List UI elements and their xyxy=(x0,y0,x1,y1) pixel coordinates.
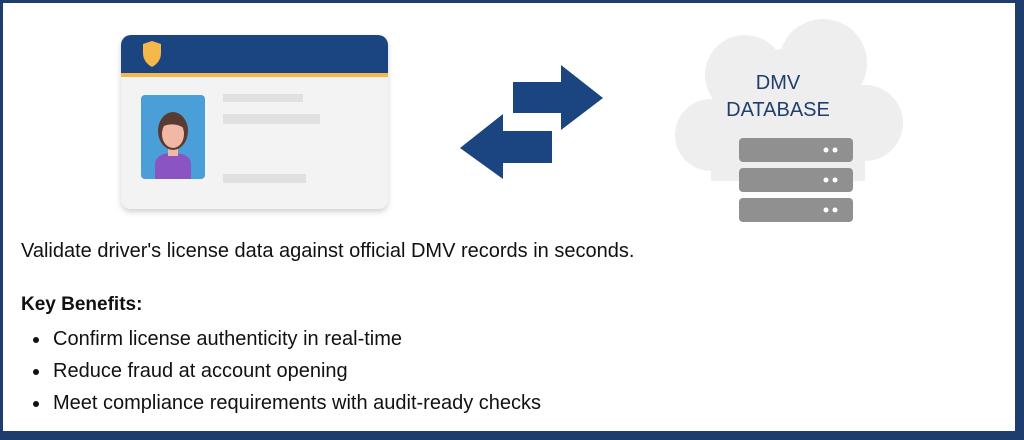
person-photo-icon xyxy=(141,95,205,179)
benefit-item: Confirm license authenticity in real-tim… xyxy=(25,323,541,355)
benefits-list: Confirm license authenticity in real-tim… xyxy=(25,323,541,419)
shield-badge-icon xyxy=(143,41,161,67)
server-stack-icon xyxy=(739,138,853,222)
benefits-heading: Key Benefits: xyxy=(21,294,143,315)
database-label-line1: DMV xyxy=(756,72,801,94)
intro-text: Validate driver's license data against o… xyxy=(21,240,635,262)
database-label-line2: DATABASE xyxy=(726,99,830,121)
verification-illustration: DMV DATABASE xyxy=(121,19,903,222)
id-card-icon xyxy=(121,35,388,209)
benefit-item: Reduce fraud at account opening xyxy=(25,355,541,387)
benefit-item: Meet compliance requirements with audit-… xyxy=(25,387,541,419)
exchange-arrows-icon xyxy=(460,65,603,179)
